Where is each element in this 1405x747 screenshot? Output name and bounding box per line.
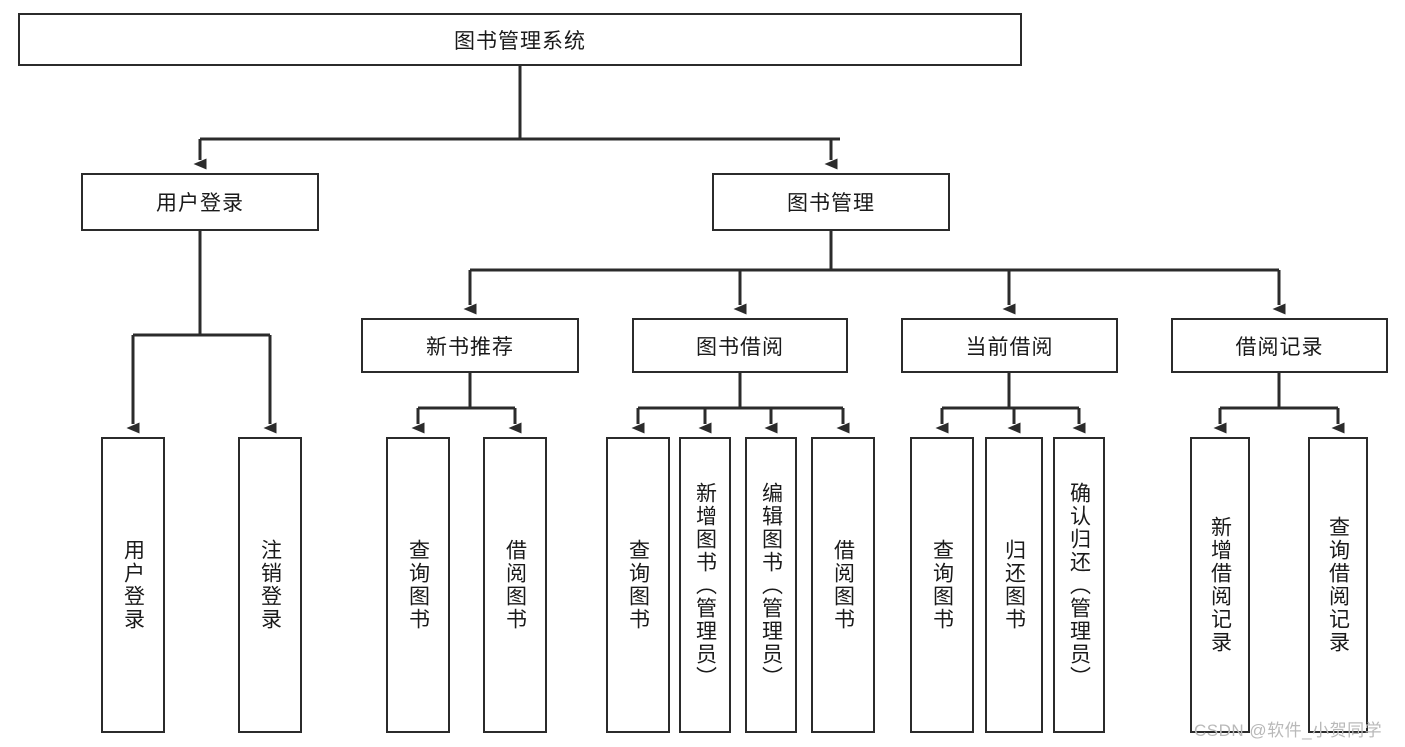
node-book-borrow[interactable]: 图书借阅: [632, 318, 848, 373]
node-query-book-current[interactable]: 查询图书: [910, 437, 974, 733]
leaf-label: 归还图书: [1002, 539, 1026, 631]
node-borrow-book-new-recommend[interactable]: 借阅图书: [483, 437, 547, 733]
leaf-label: 新增借阅记录: [1208, 516, 1232, 654]
leaf-label: 查询图书: [626, 539, 650, 631]
node-borrow-record[interactable]: 借阅记录: [1171, 318, 1388, 373]
leaf-label: 确认归还（管理员）: [1067, 481, 1091, 689]
node-add-borrow-record[interactable]: 新增借阅记录: [1190, 437, 1250, 733]
node-borrow-book-borrow[interactable]: 借阅图书: [811, 437, 875, 733]
node-return-book[interactable]: 归还图书: [985, 437, 1043, 733]
leaf-label: 查询图书: [406, 539, 430, 631]
watermark: CSDN @软件_小贺同学: [1194, 721, 1383, 740]
leaf-label: 用户登录: [121, 539, 145, 631]
leaf-label: 查询图书: [930, 539, 954, 631]
node-logout-leaf[interactable]: 注销登录: [238, 437, 302, 733]
node-root-system[interactable]: 图书管理系统: [18, 13, 1022, 66]
leaf-label: 查询借阅记录: [1326, 516, 1350, 654]
node-edit-book-admin[interactable]: 编辑图书（管理员）: [745, 437, 797, 733]
node-add-book-admin[interactable]: 新增图书（管理员）: [679, 437, 731, 733]
leaf-label: 编辑图书（管理员）: [759, 481, 783, 689]
node-query-book-new-recommend[interactable]: 查询图书: [386, 437, 450, 733]
leaf-label: 借阅图书: [503, 539, 527, 631]
node-new-book-recommend[interactable]: 新书推荐: [361, 318, 579, 373]
node-confirm-return-admin[interactable]: 确认归还（管理员）: [1053, 437, 1105, 733]
node-user-login-leaf[interactable]: 用户登录: [101, 437, 165, 733]
node-book-manage[interactable]: 图书管理: [712, 173, 950, 231]
node-user-login[interactable]: 用户登录: [81, 173, 319, 231]
node-query-book-borrow[interactable]: 查询图书: [606, 437, 670, 733]
leaf-label: 注销登录: [258, 539, 282, 631]
leaf-label: 借阅图书: [831, 539, 855, 631]
node-query-borrow-record[interactable]: 查询借阅记录: [1308, 437, 1368, 733]
leaf-label: 新增图书（管理员）: [693, 481, 717, 689]
node-current-borrow[interactable]: 当前借阅: [901, 318, 1118, 373]
